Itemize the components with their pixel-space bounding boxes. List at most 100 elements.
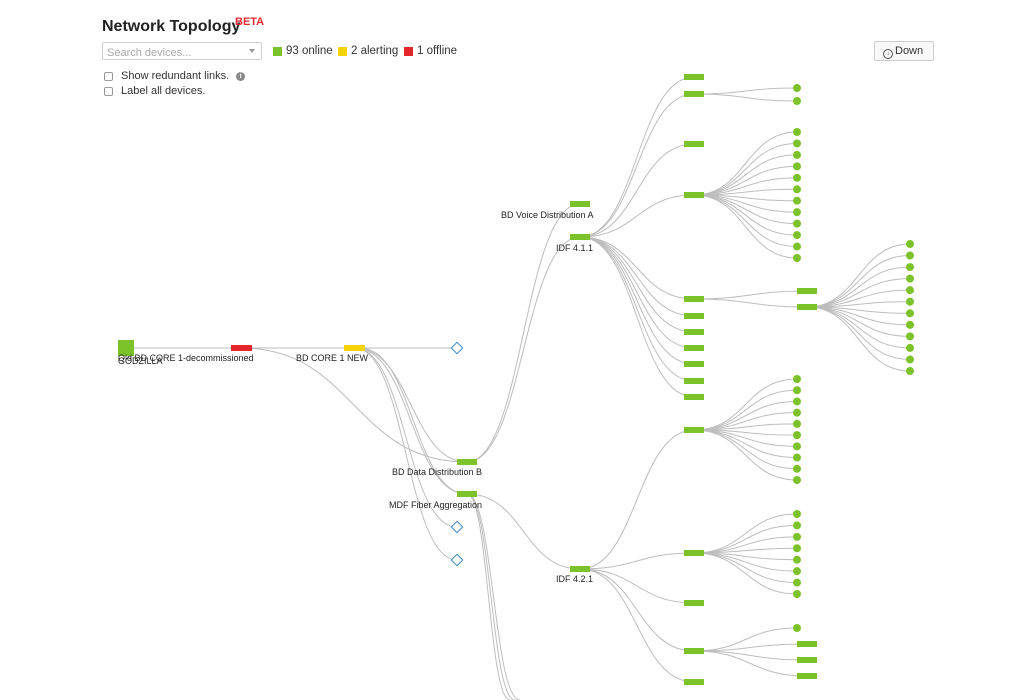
chevron-down-icon[interactable] — [249, 49, 255, 53]
client-node[interactable] — [906, 240, 914, 248]
client-node[interactable] — [793, 544, 801, 553]
switch-node[interactable] — [684, 361, 704, 367]
switch-node-core-new[interactable] — [344, 345, 365, 351]
switch-node-data-distribution[interactable] — [457, 459, 477, 465]
label-all-devices-checkbox[interactable] — [104, 86, 113, 96]
client-node[interactable] — [793, 97, 801, 105]
client-node[interactable] — [793, 442, 801, 451]
client-node[interactable] — [793, 567, 801, 576]
switch-node[interactable] — [684, 600, 704, 606]
client-node[interactable] — [793, 590, 801, 598]
client-node[interactable] — [906, 263, 914, 272]
switch-node-idf-421[interactable] — [570, 566, 590, 572]
client-node[interactable] — [906, 297, 914, 306]
topology-link — [354, 347, 458, 561]
client-node[interactable] — [906, 367, 914, 375]
client-node[interactable] — [793, 431, 801, 440]
unknown-device-node[interactable] — [450, 341, 464, 355]
switch-node-voice-distribution[interactable] — [570, 201, 590, 207]
client-node[interactable] — [793, 150, 801, 159]
switch-node[interactable] — [684, 345, 704, 351]
topology-link — [693, 429, 798, 470]
client-node[interactable] — [906, 274, 914, 283]
client-node[interactable] — [793, 510, 801, 518]
switch-node[interactable] — [797, 657, 817, 663]
topology-link — [579, 429, 695, 570]
switch-node[interactable] — [684, 329, 704, 335]
unknown-device-node[interactable] — [450, 520, 464, 534]
client-node[interactable] — [793, 242, 801, 251]
topology-link — [806, 278, 911, 308]
switch-node[interactable] — [684, 141, 704, 147]
client-node[interactable] — [906, 332, 914, 341]
client-node[interactable] — [793, 231, 801, 240]
client-node[interactable] — [793, 532, 801, 541]
switch-node-old-core[interactable] — [231, 345, 252, 351]
client-node[interactable] — [793, 185, 801, 194]
search-devices-dropdown[interactable] — [102, 42, 262, 61]
topology-link — [806, 306, 911, 372]
switch-node[interactable] — [684, 648, 704, 654]
topology-link — [579, 236, 695, 300]
client-node[interactable] — [793, 578, 801, 587]
switch-node[interactable] — [684, 550, 704, 556]
switch-node[interactable] — [797, 304, 817, 310]
client-node[interactable] — [793, 453, 801, 462]
client-node[interactable] — [906, 309, 914, 318]
client-node[interactable] — [793, 375, 801, 383]
topology-links — [126, 76, 911, 700]
gateway-node-godzilla[interactable] — [118, 340, 134, 356]
switch-node[interactable] — [684, 679, 704, 685]
topology-link — [579, 568, 695, 652]
client-node[interactable] — [793, 219, 801, 228]
switch-node[interactable] — [684, 313, 704, 319]
switch-node[interactable] — [684, 296, 704, 302]
client-node[interactable] — [793, 208, 801, 217]
topology-link — [693, 194, 798, 259]
client-node[interactable] — [793, 521, 801, 530]
switch-node[interactable] — [684, 91, 704, 97]
client-node[interactable] — [793, 386, 801, 395]
client-node[interactable] — [906, 343, 914, 352]
client-node[interactable] — [793, 128, 801, 136]
switch-node-mdf[interactable] — [457, 491, 477, 497]
client-node[interactable] — [906, 286, 914, 295]
client-node[interactable] — [793, 464, 801, 473]
search-input[interactable] — [103, 45, 247, 61]
download-button[interactable]: ↓Down — [874, 41, 934, 61]
info-icon[interactable]: i — [236, 71, 246, 81]
unknown-device-node[interactable] — [450, 553, 464, 567]
topology-link — [693, 131, 798, 196]
client-node[interactable] — [793, 162, 801, 171]
client-node[interactable] — [906, 320, 914, 329]
switch-node[interactable] — [684, 378, 704, 384]
client-node[interactable] — [793, 555, 801, 564]
client-node[interactable] — [793, 419, 801, 428]
label-all-devices-label[interactable]: Label all devices. — [121, 85, 206, 97]
switch-node[interactable] — [684, 394, 704, 400]
switch-node-idf-411[interactable] — [570, 234, 590, 240]
show-redundant-links-checkbox[interactable] — [104, 71, 113, 81]
client-node[interactable] — [793, 139, 801, 148]
switch-node[interactable] — [797, 288, 817, 294]
switch-node[interactable] — [684, 74, 704, 80]
switch-node[interactable] — [797, 673, 817, 679]
client-node[interactable] — [793, 84, 801, 92]
client-node[interactable] — [793, 397, 801, 406]
client-node[interactable] — [906, 251, 914, 260]
switch-node[interactable] — [684, 192, 704, 198]
show-redundant-links-option[interactable]: Show redundant links. i — [104, 70, 246, 82]
switch-node[interactable] — [797, 641, 817, 647]
client-node[interactable] — [793, 196, 801, 205]
show-redundant-links-label[interactable]: Show redundant links. — [121, 70, 230, 82]
label-idf-411: IDF 4.1.1 — [556, 243, 593, 253]
client-node[interactable] — [793, 476, 801, 484]
client-node[interactable] — [793, 408, 801, 417]
client-node[interactable] — [793, 173, 801, 182]
client-node[interactable] — [793, 624, 801, 632]
client-node[interactable] — [906, 355, 914, 364]
client-node[interactable] — [793, 254, 801, 262]
switch-node[interactable] — [684, 427, 704, 433]
label-all-devices-option[interactable]: Label all devices. — [104, 85, 205, 97]
